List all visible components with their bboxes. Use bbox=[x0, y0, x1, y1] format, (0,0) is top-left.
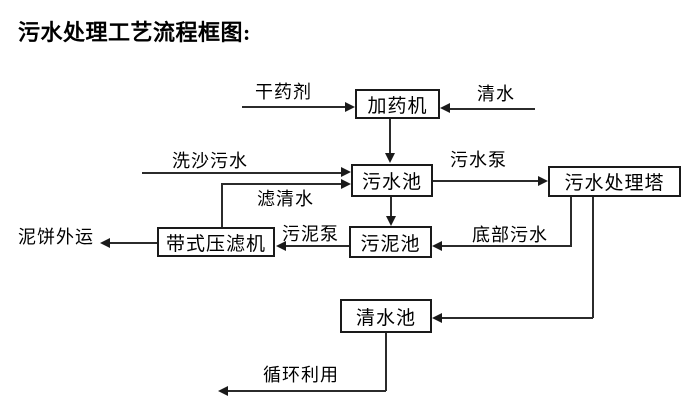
connector-clear-water bbox=[450, 108, 535, 110]
connector-filtered-water-v bbox=[221, 184, 223, 227]
arrow-left-icon bbox=[432, 241, 442, 251]
node-sludge-pool: 污泥池 bbox=[349, 226, 432, 258]
arrow-down-icon bbox=[386, 216, 396, 226]
connector-sludge-pump bbox=[286, 245, 349, 247]
node-belt-filter-press-label: 带式压滤机 bbox=[165, 233, 266, 255]
edge-label-filtered-water: 滤清水 bbox=[257, 189, 314, 209]
connector-recycle-v bbox=[385, 333, 387, 391]
arrow-left-icon bbox=[432, 313, 442, 323]
arrow-left-icon bbox=[100, 238, 110, 248]
arrow-down-icon bbox=[385, 153, 395, 163]
edge-label-mud-cake-offsite: 泥饼外运 bbox=[18, 227, 94, 247]
node-dosing-machine: 加药机 bbox=[355, 89, 440, 119]
arrow-right-icon bbox=[345, 102, 355, 112]
connector-tower-to-clear-v bbox=[592, 197, 594, 318]
arrow-left-icon bbox=[440, 103, 450, 113]
edge-label-sand-washing-sewage: 洗沙污水 bbox=[172, 151, 248, 171]
node-clear-water-pool: 清水池 bbox=[340, 299, 432, 333]
page-title: 污水处理工艺流程框图: bbox=[18, 20, 251, 45]
arrow-left-icon bbox=[218, 386, 228, 396]
connector-sewage-to-sludge bbox=[390, 197, 392, 216]
connector-dry-agent bbox=[242, 106, 345, 108]
connector-recycle-h bbox=[228, 390, 386, 392]
connector-sand-washing-sewage bbox=[142, 172, 341, 174]
arrow-left-icon bbox=[276, 241, 286, 251]
connector-bottom-sewage-h bbox=[442, 245, 572, 247]
arrow-right-icon bbox=[341, 167, 351, 177]
edge-label-recycle: 循环利用 bbox=[263, 365, 339, 385]
edge-label-dry-agent: 干药剂 bbox=[255, 82, 312, 102]
connector-filtered-water-h bbox=[221, 183, 341, 185]
node-sewage-pool: 污水池 bbox=[351, 164, 433, 197]
connector-tower-to-clear-h bbox=[442, 317, 593, 319]
arrow-right-icon bbox=[538, 176, 548, 186]
node-sewage-treatment-tower-label: 污水处理塔 bbox=[564, 173, 665, 194]
node-sludge-pool-label: 污泥池 bbox=[360, 233, 421, 255]
node-clear-water-pool-label: 清水池 bbox=[355, 307, 416, 329]
node-sewage-pool-label: 污水池 bbox=[361, 172, 422, 193]
connector-mud-cake bbox=[110, 242, 157, 244]
arrow-right-icon bbox=[341, 179, 351, 189]
node-belt-filter-press: 带式压滤机 bbox=[157, 227, 275, 257]
edge-label-bottom-sewage: 底部污水 bbox=[472, 225, 548, 245]
edge-label-clear-water: 清水 bbox=[477, 84, 515, 104]
edge-label-sludge-pump: 污泥泵 bbox=[282, 224, 339, 244]
connector-bottom-sewage-v bbox=[570, 197, 572, 246]
connector-sewage-pump bbox=[433, 180, 538, 182]
node-sewage-treatment-tower: 污水处理塔 bbox=[548, 166, 681, 197]
node-dosing-machine-label: 加药机 bbox=[367, 95, 428, 117]
edge-label-sewage-pump: 污水泵 bbox=[450, 150, 507, 170]
connector-dosing-to-sewage bbox=[389, 119, 391, 153]
